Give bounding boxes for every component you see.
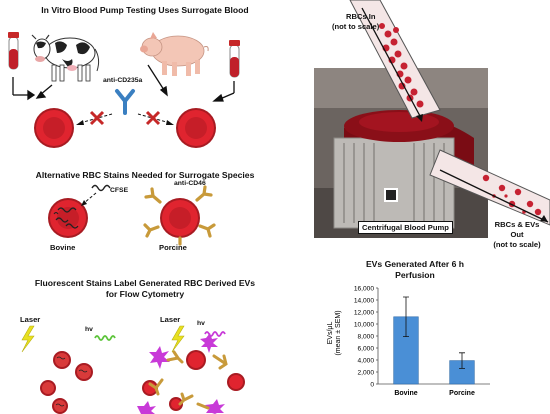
hv-wave-right-icon <box>204 331 226 337</box>
pig-icon <box>140 32 209 76</box>
hv-label-right: hv <box>197 320 205 327</box>
arrow-right-icon <box>212 81 235 102</box>
chart-ylabel-line2: (mean ± SEM) <box>335 310 342 355</box>
rbcs-out-label-line1: RBCs & EVs <box>494 220 540 229</box>
rbc-porcine <box>160 198 200 238</box>
rbcs-in-label-line2: (not to scale) <box>332 22 380 31</box>
cross-right-icon <box>145 110 161 126</box>
pump-label: Centrifugal Blood Pump <box>358 221 453 234</box>
laser-label-left: Laser <box>20 315 41 324</box>
chart-ytick-label: 2,000 <box>357 370 374 377</box>
anti-cd46-label: anti-CD46 <box>174 180 206 187</box>
section2-illustration <box>48 184 216 246</box>
chart-ytick-label: 16,000 <box>354 286 375 293</box>
chart-title-line2: Perfusion <box>395 270 435 280</box>
arrow-left-icon <box>12 77 36 101</box>
evs-porcine <box>142 350 245 411</box>
chart-ytick-label: 12,000 <box>354 310 375 317</box>
chart-xtick-label: Bovine <box>394 390 417 397</box>
laser-label-right: Laser <box>160 315 181 324</box>
laser-lightning-right-icon <box>171 325 185 353</box>
chart-title-line1: EVs Generated After 6 h <box>365 259 465 269</box>
section2-title: Alternative RBC Stains Needed for Surrog… <box>35 170 255 180</box>
porcine-label: Porcine <box>159 243 187 252</box>
section1-illustration <box>8 32 240 148</box>
chart-errorbar-porcine <box>459 352 465 369</box>
rbc-bovine <box>48 198 88 238</box>
rbcs-in-dots <box>379 23 424 108</box>
laser-lightning-left-icon <box>21 325 35 353</box>
chart-xtick-label: Porcine <box>449 390 475 397</box>
arrow-pig-icon <box>147 64 168 97</box>
bovine-label: Bovine <box>50 243 76 252</box>
fluorescent-stars <box>137 333 225 414</box>
in-arrow-line <box>361 7 421 117</box>
arrow-cow-icon <box>35 84 53 99</box>
chart-errorbar-bovine <box>403 296 409 337</box>
cfse-squiggle-icon <box>91 184 111 192</box>
antibody-label: anti-CD235a <box>103 77 143 84</box>
blood-tube-right-icon <box>229 40 240 78</box>
evs-bovine <box>40 351 93 414</box>
rbcs-out-label-line3: (not to scale) <box>493 240 541 249</box>
section3-illustration <box>21 325 245 414</box>
hv-wave-left-icon <box>94 335 116 341</box>
chart-ytick-label: 14,000 <box>354 298 375 305</box>
cfse-arrow <box>83 192 97 204</box>
cross-left-icon <box>89 110 105 126</box>
tubing-illustration <box>349 0 550 226</box>
antibody-icon <box>115 89 135 115</box>
rbcs-out-label-line2: Out <box>510 230 524 239</box>
chart-ytick-label: 0 <box>370 382 374 389</box>
rbc-left <box>34 108 74 148</box>
cfse-label: CFSE <box>110 187 129 194</box>
chart-ytick-label: 10,000 <box>354 322 375 329</box>
out-arrow-line <box>439 169 549 223</box>
blood-tube-left-icon <box>8 32 19 70</box>
section3-title-line2: for Flow Cytometry <box>105 289 185 299</box>
chart-ytick-label: 4,000 <box>357 358 374 365</box>
hv-label-left: hv <box>85 326 93 333</box>
section1-title: In Vitro Blood Pump Testing Uses Surroga… <box>41 5 249 15</box>
chart-ylabel-line1: EVs/μL <box>327 322 334 345</box>
evs-antibodies <box>148 350 228 410</box>
rbcs-in-label-line1: RBCs In <box>346 12 376 21</box>
ev-bar-chart: 0 2,000 4,000 6,000 8,000 10,000 12,000 14,000 1… <box>327 286 490 397</box>
anti-cd46-antibodies <box>143 185 216 246</box>
rbc-right <box>176 108 216 148</box>
cow-icon <box>31 34 100 82</box>
chart-ytick-label: 8,000 <box>357 334 374 341</box>
section3-title-line1: Fluorescent Stains Label Generated RBC D… <box>34 278 256 288</box>
chart-ytick-label: 6,000 <box>357 346 374 353</box>
